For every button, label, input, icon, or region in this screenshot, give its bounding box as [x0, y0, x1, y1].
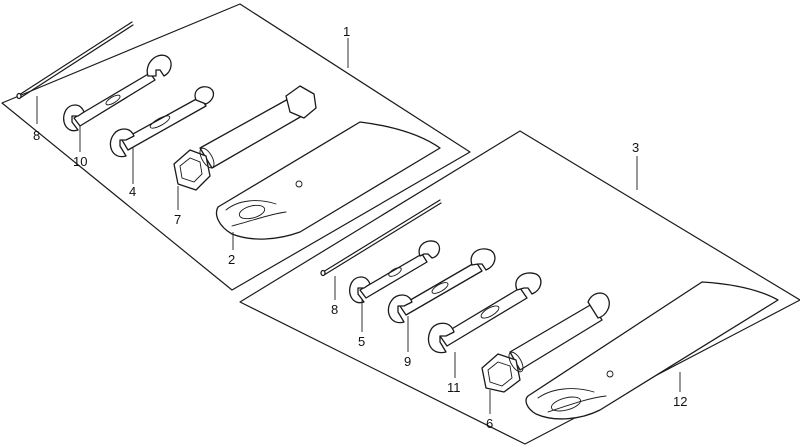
kit-b-label-wrench-small: 5 — [358, 334, 365, 349]
kit-b-wrench-small — [349, 240, 441, 304]
kit-a-wrench-large — [109, 86, 215, 158]
kit-b-pin — [320, 199, 442, 277]
kit-a-callout: 1 — [343, 24, 350, 39]
kit-b-label-tool-bag: 12 — [673, 394, 687, 409]
kit-b-socket-wrench — [481, 292, 610, 393]
tool-kit-b — [239, 130, 800, 445]
tool-kit-a — [1, 3, 471, 291]
kit-a-socket-wrench — [173, 85, 317, 191]
kit-b-callout: 3 — [632, 140, 639, 155]
kit-b-wrench-large — [427, 272, 542, 354]
kit-b-tool-bag — [525, 281, 779, 420]
kit-b-label-wrench-medium: 9 — [404, 354, 411, 369]
kit-b-wrench-medium — [387, 248, 496, 324]
kit-b-label-wrench-large: 11 — [447, 380, 461, 395]
kit-a-tool-bag — [215, 121, 441, 240]
kit-b-label-pin: 8 — [331, 302, 338, 317]
kit-a-label-pin: 8 — [33, 128, 40, 143]
kit-b-panel-outline — [239, 130, 800, 445]
kit-a-pin — [16, 21, 134, 100]
kit-a-wrench-small — [63, 54, 172, 132]
kit-a-label-wrench-large: 4 — [129, 184, 136, 199]
kit-b-label-socket-wrench: 6 — [486, 416, 493, 431]
kit-a-label-tool-bag: 2 — [228, 252, 235, 267]
kit-a-label-wrench-small: 10 — [73, 154, 87, 169]
kit-a-label-socket-wrench: 7 — [174, 212, 181, 227]
kit-a-panel-outline — [1, 3, 471, 291]
